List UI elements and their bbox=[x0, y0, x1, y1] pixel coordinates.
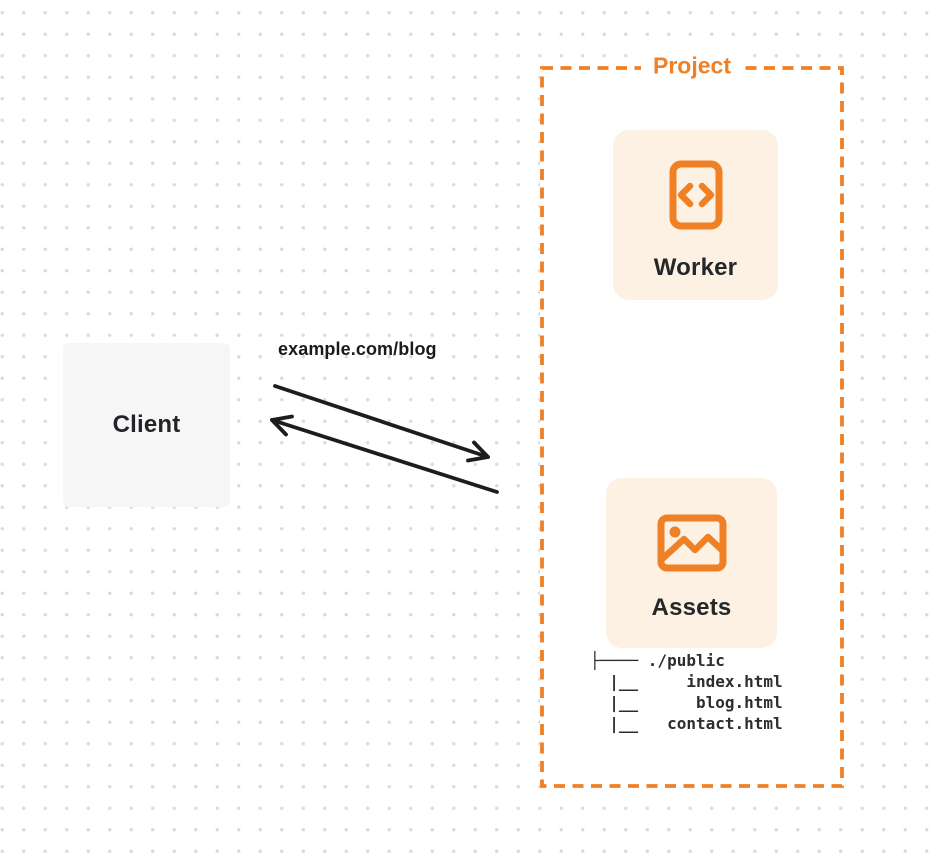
request-arrow bbox=[273, 384, 490, 459]
request-arrowhead bbox=[466, 440, 490, 463]
project-container: Project Worker bbox=[540, 52, 844, 788]
worker-card: Worker bbox=[613, 130, 778, 300]
image-icon bbox=[657, 514, 727, 572]
assets-card: Assets bbox=[606, 478, 777, 648]
client-label: Client bbox=[112, 411, 181, 438]
worker-label: Worker bbox=[653, 254, 738, 281]
response-arrow bbox=[270, 418, 499, 494]
response-arrowhead bbox=[270, 414, 294, 437]
project-title: Project bbox=[641, 52, 743, 80]
assets-file-tree: ├──── ./public |__ index.html |__ blog.h… bbox=[590, 651, 783, 733]
request-url-label: example.com/blog bbox=[278, 339, 437, 359]
assets-label: Assets bbox=[651, 594, 732, 621]
client-node: Client bbox=[63, 343, 230, 507]
code-file-icon bbox=[669, 160, 723, 230]
